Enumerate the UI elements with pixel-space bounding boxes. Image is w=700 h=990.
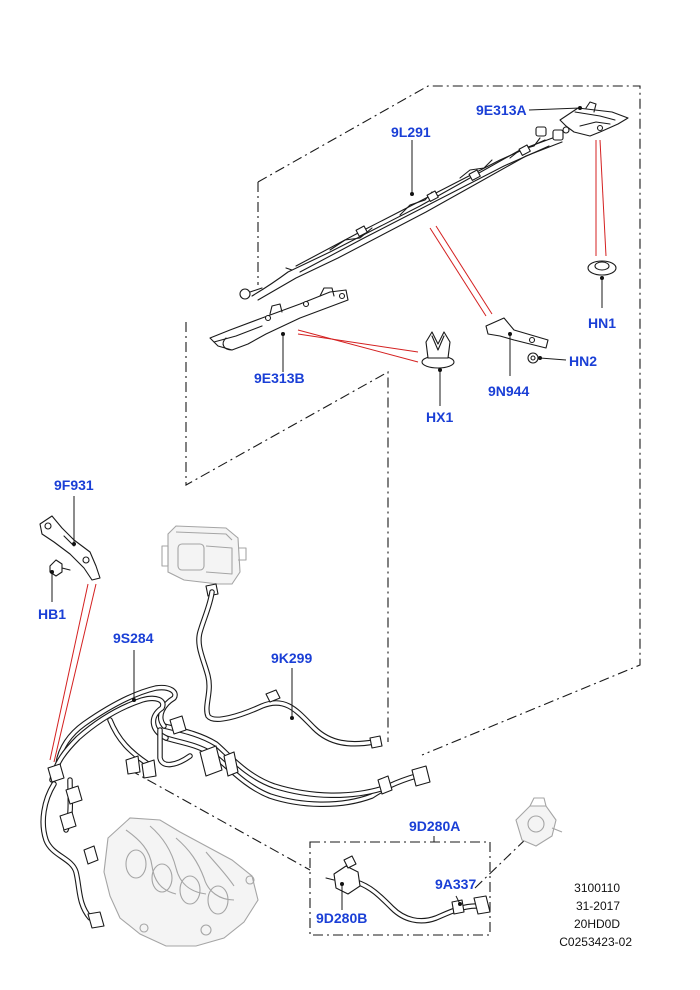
callout-9d280b: 9D280B bbox=[316, 910, 367, 926]
callout-9a337: 9A337 bbox=[435, 876, 476, 892]
fuel-line-9d280a bbox=[353, 879, 491, 924]
intake-manifold-ghost bbox=[103, 817, 259, 947]
callout-hx1: HX1 bbox=[426, 409, 453, 425]
callout-9k299: 9K299 bbox=[271, 650, 312, 666]
pressure-sensor-9d280b bbox=[325, 855, 361, 895]
callout-labels: 9E313A 9L291 HN1 HN2 9N944 HX1 9E313B 9F… bbox=[38, 102, 616, 926]
reference-line-3: 20HD0D bbox=[574, 917, 620, 931]
nut-hn1 bbox=[587, 260, 617, 276]
reference-line-1: 3100110 bbox=[574, 881, 620, 895]
reference-line-4: C0253423-02 bbox=[559, 935, 632, 949]
high-pressure-pump-9a337 bbox=[515, 797, 563, 847]
bracket-9n944 bbox=[485, 317, 549, 349]
fuel-rail-assembly bbox=[239, 126, 564, 301]
red-leaders bbox=[49, 139, 607, 763]
callout-9s284: 9S284 bbox=[113, 630, 154, 646]
reference-line-2: 31-2017 bbox=[576, 899, 620, 913]
callout-9f931: 9F931 bbox=[54, 477, 94, 493]
callout-hn1: HN1 bbox=[588, 315, 616, 331]
reference-block: 3100110 31-2017 20HD0D C0253423-02 bbox=[559, 881, 632, 949]
callout-9l291: 9L291 bbox=[391, 124, 431, 140]
boundary-lines bbox=[129, 85, 641, 936]
callout-hn2: HN2 bbox=[569, 353, 597, 369]
nut-hn2 bbox=[527, 352, 539, 364]
bracket-9e313a bbox=[559, 101, 629, 137]
fuel-hose-9s284 bbox=[40, 684, 431, 929]
callout-9e313b: 9E313B bbox=[254, 370, 305, 386]
bracket-9e313b bbox=[209, 287, 349, 351]
callout-9n944: 9N944 bbox=[488, 383, 529, 399]
purge-valve bbox=[161, 525, 247, 597]
callout-9d280a: 9D280A bbox=[409, 818, 460, 834]
callout-leaders bbox=[50, 106, 604, 910]
bracket-9f931 bbox=[39, 515, 101, 581]
callout-9e313a: 9E313A bbox=[476, 102, 527, 118]
callout-hb1: HB1 bbox=[38, 606, 66, 622]
clip-hx1 bbox=[421, 331, 455, 369]
hose-9k299 bbox=[196, 589, 383, 749]
